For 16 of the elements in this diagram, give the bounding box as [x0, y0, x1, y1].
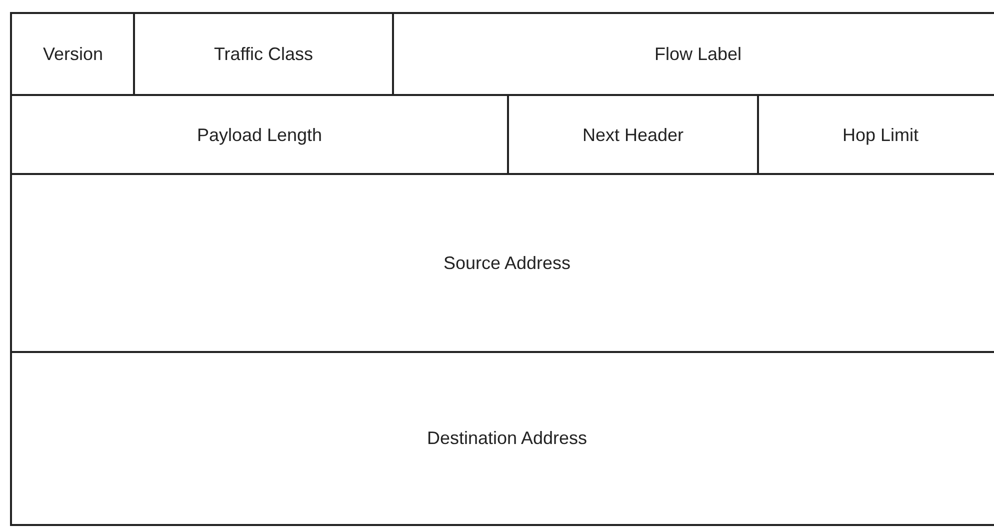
field-name: Hop Limit [842, 124, 919, 146]
header-field [10, 351, 994, 526]
header-field [757, 94, 994, 174]
header-field [507, 94, 757, 174]
field-name: Destination Address [426, 428, 588, 449]
field-name: Payload Length [196, 124, 322, 146]
field-name: Version [42, 44, 104, 64]
header-field [10, 94, 507, 174]
header-field [10, 12, 134, 94]
field-name: Source Address [443, 252, 571, 274]
header-field [10, 173, 994, 351]
field-name: Traffic Class [214, 44, 314, 64]
field-name: Flow Label [654, 44, 742, 64]
field-name: Next Header [582, 124, 684, 146]
header-field [392, 12, 994, 94]
header-field [133, 12, 392, 94]
